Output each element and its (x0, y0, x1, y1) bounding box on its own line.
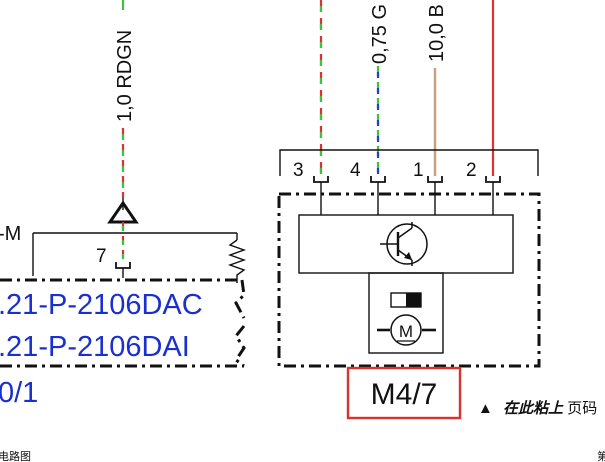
left-ground-line (32, 232, 247, 283)
reference-link-1[interactable]: .21-P-2106DAC (0, 289, 203, 321)
note-text-bold: 在此粘上 (503, 400, 564, 417)
reference-link-3[interactable]: 0/1 (0, 377, 38, 409)
pin-1-label: 1 (413, 160, 424, 181)
paste-page-note: ▲ 在此粘上 页码 (478, 400, 597, 417)
transistor-icon (380, 222, 428, 266)
pin-7-connector (115, 262, 131, 278)
component-outline (277, 192, 541, 368)
left-arrow-symbol (107, 198, 139, 262)
ground-partial-label: -M (0, 223, 21, 245)
reference-link-2[interactable]: .21-P-2106DAI (0, 331, 190, 363)
component-label-box[interactable] (346, 366, 462, 420)
mid-wire-label: 0,75 G (369, 4, 391, 64)
right-wire-label: 10,0 B (426, 4, 448, 62)
connector-bracket (279, 149, 539, 176)
left-control-unit-box (0, 278, 246, 368)
motor-icon: M (377, 314, 436, 346)
pin-leads (320, 182, 494, 215)
component-label[interactable]: M4/7 (371, 378, 438, 411)
motor-symbol-label: M (399, 322, 413, 341)
pin-2-label: 2 (466, 160, 477, 181)
note-marker-icon: ▲ (478, 400, 493, 417)
sensor-icon (390, 292, 422, 308)
motor-housing (368, 272, 444, 354)
pin-4-label: 4 (350, 160, 361, 181)
pin-7-label: 7 (96, 246, 107, 267)
footer-right-text: 第 (597, 449, 605, 462)
note-text-rest: 页码 (567, 400, 597, 417)
pin-3-label: 3 (293, 160, 304, 181)
left-wire-label: 1,0 RDGN (114, 30, 136, 122)
footer-left-text: 电路图 (0, 450, 31, 462)
